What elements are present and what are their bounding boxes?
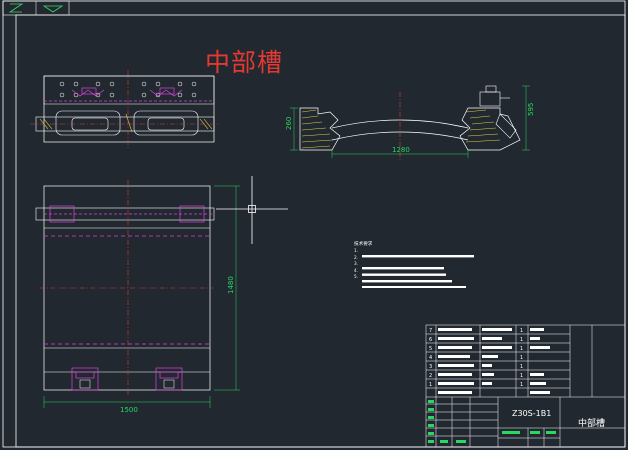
row-number-3: 3	[429, 364, 432, 370]
row-number-2: 2	[429, 373, 432, 379]
dim-plan-height: 1480	[227, 276, 235, 294]
row-number-4: 4	[429, 355, 432, 361]
parts-list-entries	[438, 328, 550, 394]
technical-notes: 技术要求 1. 2. 3. 4. 5.	[354, 242, 372, 280]
qty-6: 1	[520, 337, 523, 343]
notes-title: 技术要求	[354, 242, 373, 247]
row-number-1: 1	[429, 382, 432, 388]
qty-3: 1	[520, 364, 523, 370]
qty-7: 1	[520, 328, 523, 334]
row-number-7: 7	[429, 328, 432, 334]
inner-border	[15, 14, 626, 448]
cross-section-view: 1280 260 595	[285, 85, 535, 160]
qty-1: 1	[520, 382, 523, 388]
part-name: 中部槽	[578, 417, 605, 429]
crosshair-cursor-icon[interactable]	[216, 176, 288, 244]
dim-plan-width: 1500	[120, 406, 138, 414]
dim-front-side: 595	[527, 103, 535, 116]
side-elevation-view	[30, 70, 220, 148]
corner-stamp-box	[2, 0, 70, 16]
note-item: 2.	[354, 254, 358, 260]
dim-front-width: 1280	[392, 146, 410, 154]
qty-4: 1	[520, 355, 523, 361]
title-block-green-labels	[428, 400, 556, 443]
drawing-number: Z30S-1B1	[512, 409, 551, 418]
note-item: 5.	[354, 274, 358, 280]
row-number-5: 5	[429, 346, 432, 352]
note-item: 1.	[354, 248, 358, 254]
note-item: 3.	[354, 261, 358, 267]
drawing-title: 中部槽	[205, 48, 284, 77]
dim-front-height: 260	[285, 117, 293, 130]
title-block	[425, 324, 626, 448]
row-number-6: 6	[429, 337, 432, 343]
note-item: 4.	[354, 267, 358, 273]
notes-text-blocks	[362, 255, 474, 288]
qty-5: 1	[520, 346, 523, 352]
qty-2: 1	[520, 373, 523, 379]
plan-view: 1500 1480	[35, 180, 240, 414]
